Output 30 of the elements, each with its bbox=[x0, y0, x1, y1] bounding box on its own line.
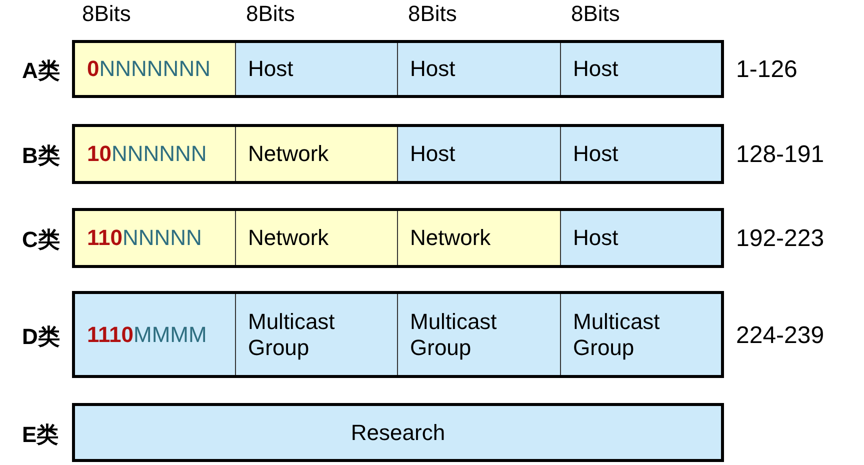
address-range-label: 1-126 bbox=[736, 56, 798, 84]
class-label: A类 bbox=[22, 57, 60, 85]
class-label: B类 bbox=[22, 142, 60, 170]
bit-field: Host bbox=[561, 127, 721, 181]
bit-field: Host bbox=[398, 43, 561, 95]
bit-field: Host bbox=[561, 43, 721, 95]
bit-field: Network bbox=[236, 127, 398, 181]
bit-field: Network bbox=[236, 211, 398, 265]
bit-field: Multicast Group bbox=[236, 294, 398, 375]
bit-field: 10NNNNNN bbox=[75, 127, 236, 181]
bit-width-label: 8Bits bbox=[246, 1, 295, 27]
address-range-label: 128-191 bbox=[736, 141, 824, 169]
class-label: E类 bbox=[22, 420, 59, 448]
bit-field: 1110MMMM bbox=[75, 294, 236, 375]
class-label: D类 bbox=[22, 322, 60, 350]
class-label: C类 bbox=[22, 226, 60, 254]
bit-field: 110NNNNN bbox=[75, 211, 236, 265]
bit-field: Network bbox=[398, 211, 561, 265]
bit-field: Multicast Group bbox=[398, 294, 561, 375]
bit-field: Host bbox=[236, 43, 398, 95]
bit-field: Research bbox=[75, 406, 721, 459]
bit-field: Multicast Group bbox=[561, 294, 721, 375]
bit-field: Host bbox=[398, 127, 561, 181]
address-range-label: 192-223 bbox=[736, 225, 824, 253]
bit-width-label: 8Bits bbox=[571, 1, 620, 27]
bit-field: 0NNNNNNN bbox=[75, 43, 236, 95]
address-range-label: 224-239 bbox=[736, 322, 824, 350]
bit-width-label: 8Bits bbox=[408, 1, 457, 27]
bit-field: Host bbox=[561, 211, 721, 265]
bit-width-label: 8Bits bbox=[82, 1, 131, 27]
